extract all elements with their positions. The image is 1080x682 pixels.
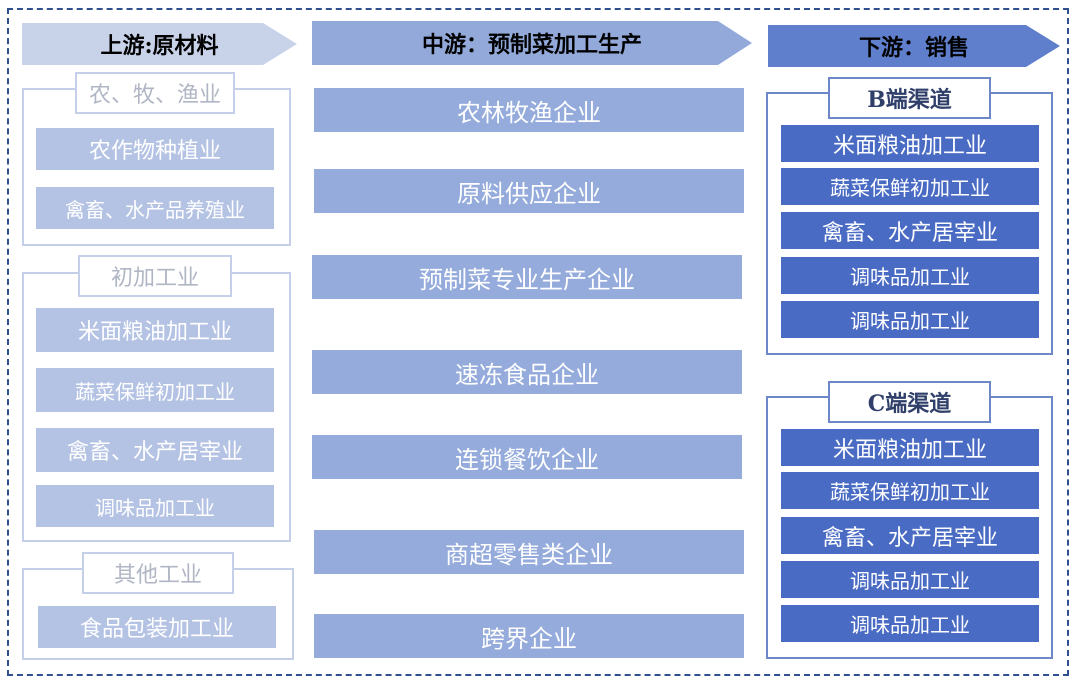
diagram-frame [7, 8, 1069, 676]
downstream-item: 禽畜、水产居宰业 [781, 517, 1039, 554]
midstream-item: 跨界企业 [314, 614, 744, 658]
midstream-item: 商超零售类企业 [314, 530, 744, 574]
midstream-item: 连锁餐饮企业 [312, 435, 742, 479]
downstream-item: 调味品加工业 [781, 561, 1039, 598]
downstream-item: 米面粮油加工业 [781, 429, 1039, 466]
downstream-item: 蔬菜保鲜初加工业 [781, 472, 1039, 509]
midstream-header-arrow: 中游：预制菜加工生产 [312, 21, 752, 65]
upstream-header-arrow: 上游:原材料 [22, 23, 297, 65]
downstream-item: 禽畜、水产居宰业 [781, 212, 1039, 249]
midstream-item: 农林牧渔企业 [314, 88, 744, 132]
downstream-item: 调味品加工业 [781, 301, 1039, 338]
upstream-item: 调味品加工业 [36, 485, 274, 527]
downstream-header-arrow: 下游：销售 [768, 25, 1060, 67]
upstream-item: 米面粮油加工业 [36, 308, 274, 352]
upstream-group-agriculture-title: 农、牧、渔业 [75, 72, 235, 114]
upstream-group-primary-processing-title: 初加工业 [78, 255, 232, 297]
downstream-item: 调味品加工业 [781, 605, 1039, 642]
downstream-item: 调味品加工业 [781, 257, 1039, 294]
downstream-group-c-channel-title: C端渠道 [828, 381, 991, 423]
midstream-item: 速冻食品企业 [312, 350, 742, 394]
upstream-group-other-industry-title: 其他工业 [82, 552, 234, 594]
upstream-item: 农作物种植业 [36, 128, 274, 170]
upstream-item: 禽畜、水产居宰业 [36, 428, 274, 472]
upstream-item: 食品包装加工业 [38, 606, 276, 648]
upstream-item: 蔬菜保鲜初加工业 [36, 368, 274, 412]
midstream-item: 原料供应企业 [314, 169, 744, 213]
downstream-item: 米面粮油加工业 [781, 125, 1039, 162]
downstream-item: 蔬菜保鲜初加工业 [781, 168, 1039, 205]
downstream-group-b-channel-title: B端渠道 [828, 77, 991, 119]
upstream-item: 禽畜、水产品养殖业 [36, 187, 274, 229]
midstream-item: 预制菜专业生产企业 [312, 255, 742, 299]
